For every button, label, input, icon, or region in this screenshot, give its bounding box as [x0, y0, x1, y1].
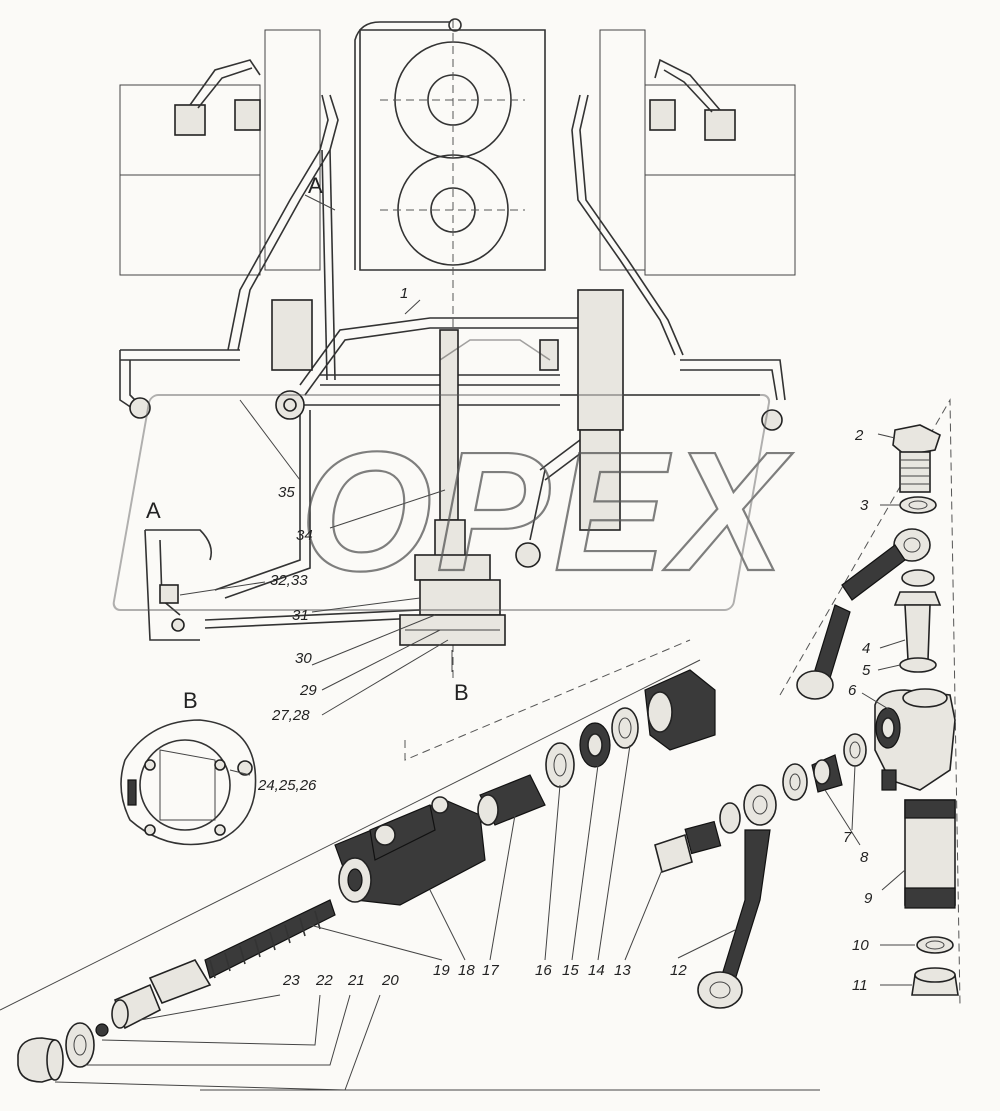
pipe-network [119, 94, 786, 629]
callout-11: 11 [852, 977, 868, 994]
callout-19: 19 [433, 962, 450, 979]
callout-17: 17 [482, 962, 499, 979]
view-label-a-section: A [146, 498, 161, 523]
callout-21: 21 [347, 972, 365, 989]
callout-30: 30 [295, 650, 312, 667]
callout-14: 14 [588, 962, 605, 979]
callout-18: 18 [458, 962, 475, 979]
callout-5: 5 [862, 662, 871, 679]
callout-8: 8 [860, 849, 869, 866]
callout-4: 4 [862, 640, 870, 657]
callout-2: 2 [854, 427, 864, 444]
callout-6: 6 [848, 682, 857, 699]
callout-22: 22 [315, 972, 333, 989]
watermark-text: OPEX [300, 417, 793, 607]
view-b-flange [120, 719, 257, 846]
callout-27-28: 27,28 [271, 707, 310, 724]
callout-12: 12 [670, 962, 687, 979]
exploded-right-assembly [654, 424, 959, 1009]
callout-31: 31 [292, 607, 309, 624]
callout-23: 23 [282, 972, 300, 989]
callout-34: 34 [296, 527, 313, 544]
watermark-logo: OPEX [112, 339, 793, 611]
callout-29: 29 [299, 682, 317, 699]
callout-20: 20 [381, 972, 399, 989]
leader-lines [54, 194, 915, 1091]
callout-13: 13 [614, 962, 631, 979]
section-a-detail [144, 529, 213, 641]
top-fittings [174, 58, 736, 141]
view-label-b-arrow: B [454, 680, 469, 705]
section-separators [0, 398, 961, 1091]
callout-35: 35 [278, 484, 295, 501]
callout-10: 10 [852, 937, 869, 954]
callout-15: 15 [562, 962, 579, 979]
view-label-a-arrow: A [308, 173, 323, 198]
valve-blocks [129, 289, 783, 646]
view-label-b-section: B [183, 688, 198, 713]
callout-7: 7 [843, 829, 852, 846]
callout-3: 3 [860, 497, 869, 514]
callout-24-25-26: 24,25,26 [257, 777, 317, 794]
exploded-left-assembly [17, 669, 716, 1083]
callout-16: 16 [535, 962, 552, 979]
callout-32-33: 32,33 [270, 572, 308, 589]
callout-9: 9 [864, 890, 873, 907]
callout-1: 1 [400, 285, 408, 302]
